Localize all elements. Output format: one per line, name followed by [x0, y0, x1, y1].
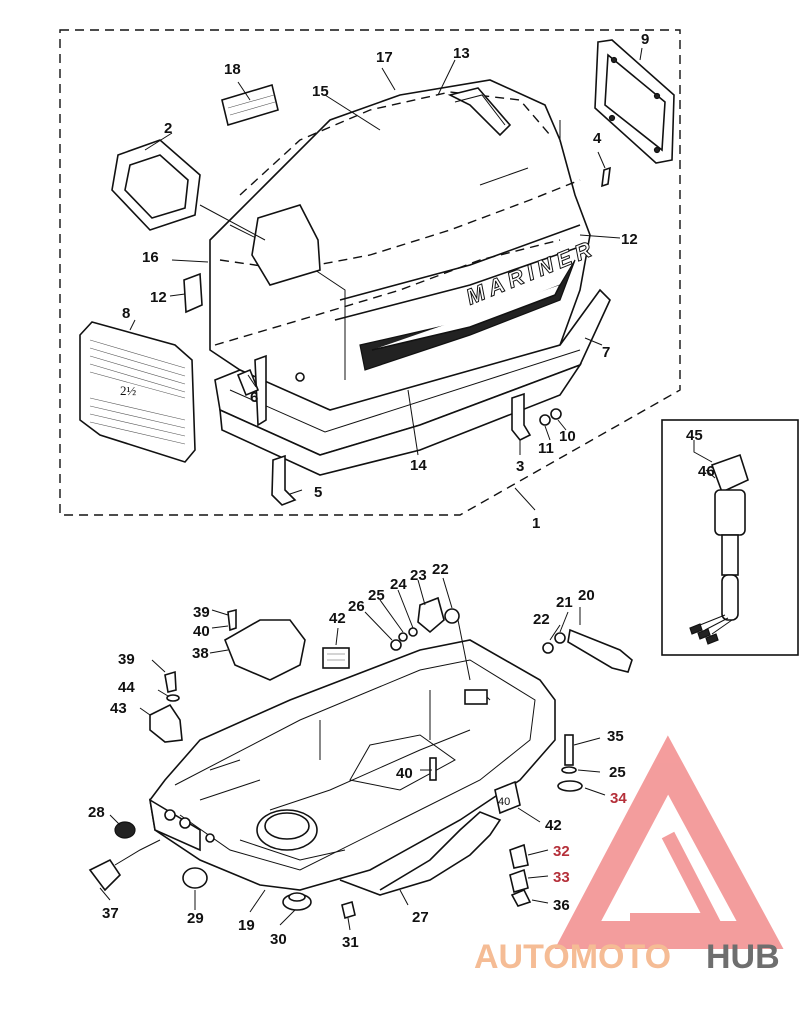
callout-37: 37: [102, 905, 119, 922]
leader-lines-top: [129, 47, 643, 511]
callout-3: 3: [516, 458, 524, 475]
callout-4: 4: [593, 130, 602, 147]
top-cowl: MARINER: [209, 79, 600, 434]
decal-label-18: [221, 83, 279, 127]
callout-42-top: 42: [329, 610, 346, 627]
callout-13: 13: [453, 45, 470, 62]
callout-29: 29: [187, 910, 204, 927]
screw-4: [601, 166, 611, 188]
callout-25-right: 25: [609, 764, 626, 781]
callout-44: 44: [118, 679, 135, 696]
latch-bracket-5: [271, 454, 297, 506]
callout-28: 28: [88, 804, 105, 821]
callout-18: 18: [224, 61, 241, 78]
bottom-cowl: 40: [148, 639, 556, 891]
callout-22-top: 22: [432, 561, 449, 578]
hp-badge-text: 2½: [120, 383, 137, 398]
callout-6: 6: [250, 389, 258, 406]
decal-label-42: [322, 647, 350, 669]
decal-tab-12: [183, 272, 203, 314]
callout-45: 45: [686, 427, 703, 444]
leader-lines-bottom: [99, 577, 606, 931]
side-grille: 2½: [79, 321, 196, 463]
callout-34: 34: [610, 790, 627, 807]
callout-17: 17: [376, 49, 393, 66]
bottom-cowl-rim: [214, 288, 611, 476]
callout-20: 20: [578, 587, 595, 604]
ignition-key-inset: [661, 419, 799, 656]
callout-25-top: 25: [368, 587, 385, 604]
base-tag-text: 40: [498, 796, 510, 808]
callout-35: 35: [607, 728, 624, 745]
latch-bracket-3: [511, 392, 532, 442]
callout-12-right: 12: [621, 231, 638, 248]
callout-39-left: 39: [118, 651, 135, 668]
callout-24: 24: [390, 576, 407, 593]
callout-46: 46: [698, 463, 715, 480]
callout-26: 26: [348, 598, 365, 615]
callout-7: 7: [602, 344, 610, 361]
callout-36: 36: [553, 897, 570, 914]
callout-40-mid: 40: [396, 765, 413, 782]
rear-cover-plate: [594, 39, 675, 164]
callout-12-left: 12: [150, 289, 167, 306]
front-fittings: [88, 821, 356, 920]
callout-39-top: 39: [193, 604, 210, 621]
bracket-43: [149, 703, 183, 743]
callout-15: 15: [312, 83, 329, 100]
callout-30: 30: [270, 931, 287, 948]
callout-38: 38: [192, 645, 209, 662]
latch-cable-27: [339, 811, 502, 896]
callout-14: 14: [410, 457, 427, 474]
callout-40-top: 40: [193, 623, 210, 640]
callout-16: 16: [142, 249, 159, 266]
throttle-linkage: [390, 596, 633, 681]
callout-5: 5: [314, 484, 322, 501]
callout-21: 21: [556, 594, 573, 611]
callout-27: 27: [412, 909, 429, 926]
clamp-plate-38: [223, 619, 306, 681]
watermark-logo: AUTOMOTO HUB: [474, 735, 784, 976]
washer-44: [166, 694, 180, 702]
watermark-text-primary: AUTOMOTO: [474, 938, 671, 976]
screw-39b: [164, 670, 177, 693]
callout-11: 11: [538, 440, 554, 457]
nut-10: [550, 408, 562, 420]
callout-8: 8: [122, 305, 130, 322]
window-frame: [111, 139, 201, 231]
callout-23: 23: [410, 567, 427, 584]
callout-31: 31: [342, 934, 359, 951]
callout-33: 33: [553, 869, 570, 886]
callout-9: 9: [641, 31, 649, 48]
callout-2: 2: [164, 120, 172, 137]
callout-labels: 1 2 3 4 5 6 7 8 9 10 11 12 12 13 14 15 1…: [88, 31, 715, 951]
callout-43: 43: [110, 700, 127, 717]
hinge-bracket-6: [236, 354, 267, 427]
callout-19: 19: [238, 917, 255, 934]
mount-hardware: [509, 734, 583, 907]
callout-42-bottom: 42: [545, 817, 562, 834]
callout-1: 1: [532, 515, 540, 532]
callout-10: 10: [559, 428, 576, 445]
cowl-assembly-boundary: [59, 29, 681, 516]
nut-11: [539, 414, 551, 426]
callout-22-right: 22: [533, 611, 550, 628]
screw-39a: [227, 608, 237, 632]
watermark-text-secondary: HUB: [706, 938, 780, 976]
callout-32: 32: [553, 843, 570, 860]
